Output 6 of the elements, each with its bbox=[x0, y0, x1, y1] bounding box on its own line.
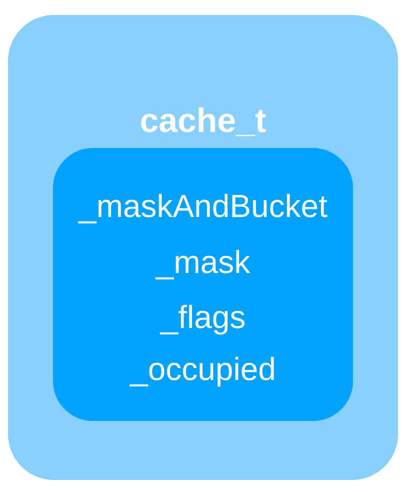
member-box bbox=[53, 148, 353, 421]
field-name: _occupied bbox=[130, 356, 274, 387]
field-name: _flags bbox=[160, 304, 244, 335]
title-text: cache_t bbox=[141, 107, 266, 136]
field-name: _maskAndBucket bbox=[78, 194, 328, 224]
field-name: _mask bbox=[155, 250, 250, 280]
